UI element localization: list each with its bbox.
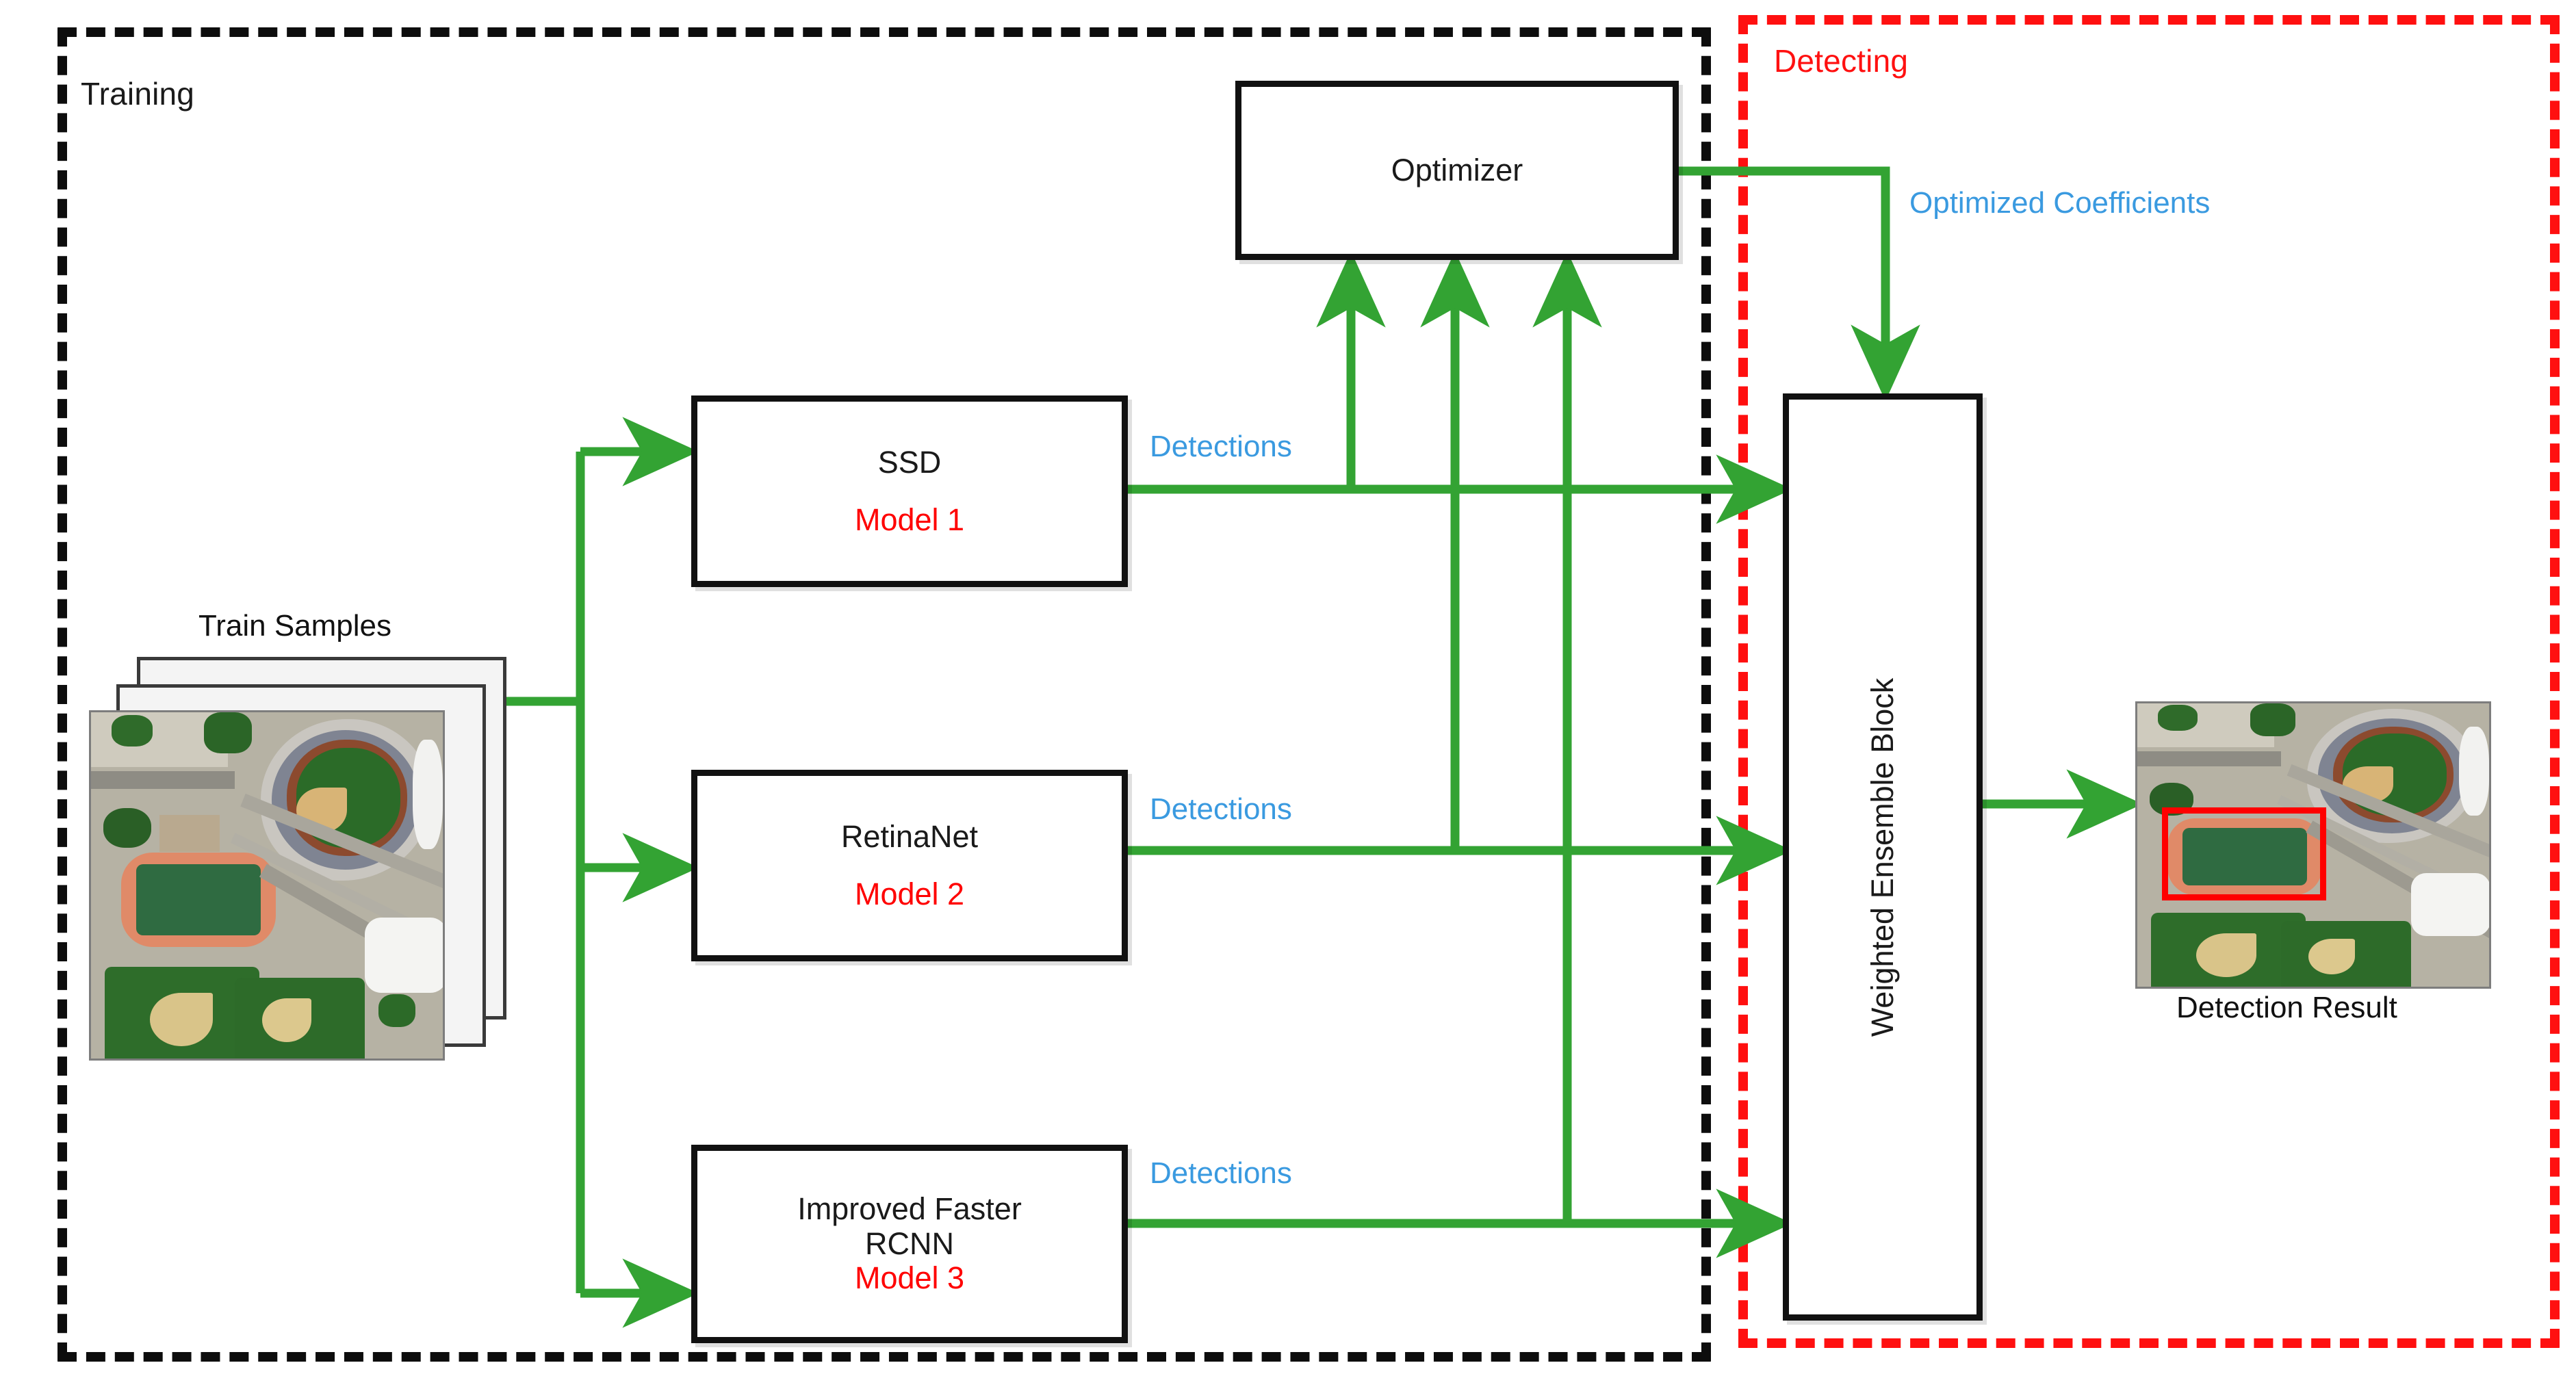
weighted-ensemble-block-node[interactable]: Weighted Ensemble Block: [1783, 393, 1983, 1321]
weighted-ensemble-block-label: Weighted Ensemble Block: [1865, 677, 1901, 1037]
train-samples-stack: [89, 657, 513, 1067]
model1-subtitle: Model 1: [854, 502, 965, 537]
model1-node[interactable]: SSD Model 1: [691, 395, 1128, 587]
edge-label-optimized-coefficients: Optimized Coefficients: [1909, 186, 2211, 220]
detecting-region-label: Detecting: [1774, 43, 1909, 79]
optimizer-label: Optimizer: [1391, 152, 1523, 187]
training-region-label: Training: [81, 76, 195, 112]
edge-label-detections-2: Detections: [1150, 792, 1292, 826]
train-samples-caption: Train Samples: [198, 609, 392, 642]
detection-bounding-box: [2162, 807, 2326, 900]
model1-title: SSD: [877, 444, 942, 480]
optimizer-node[interactable]: Optimizer: [1235, 81, 1679, 260]
edge-label-detections-1: Detections: [1150, 430, 1292, 463]
model3-title-line2: RCNN: [865, 1225, 954, 1261]
detection-result-caption: Detection Result: [2176, 991, 2397, 1024]
model3-node[interactable]: Improved Faster RCNN Model 3: [691, 1145, 1128, 1343]
model3-title: Improved Faster: [797, 1191, 1022, 1227]
edge-label-detections-3: Detections: [1150, 1156, 1292, 1190]
model2-node[interactable]: RetinaNet Model 2: [691, 770, 1128, 961]
model3-subtitle: Model 3: [854, 1260, 965, 1296]
model2-title: RetinaNet: [840, 818, 979, 854]
detection-result-image: [2135, 701, 2491, 989]
model2-subtitle: Model 2: [854, 877, 965, 911]
train-sample-image: [89, 710, 445, 1061]
